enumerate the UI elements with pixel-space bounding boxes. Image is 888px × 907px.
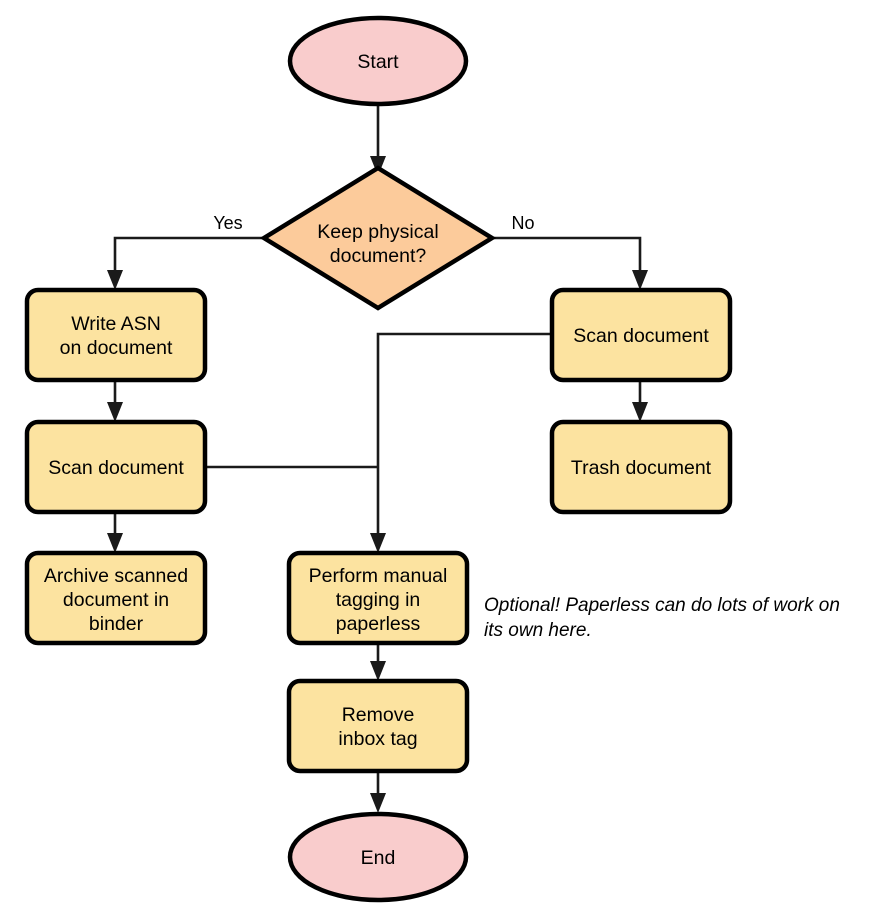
edge-scanright-to-tagging — [370, 332, 552, 553]
archive-label-line3: binder — [89, 613, 144, 635]
arrowhead-icon — [107, 270, 123, 290]
trash-document-label: Trash document — [571, 457, 712, 479]
end-label: End — [361, 847, 396, 869]
arrowhead-icon — [370, 793, 386, 813]
scan-document-right-label: Scan document — [573, 325, 709, 347]
tagging-label-line2: tagging in — [336, 589, 421, 611]
edge-label-no: No — [511, 213, 534, 233]
scan-document-left-box[interactable] — [24, 419, 208, 515]
node-write-asn[interactable]: Write ASN on document — [24, 287, 208, 383]
node-decision-keep-physical-document[interactable]: Keep physical document? — [259, 165, 497, 311]
start-label: Start — [357, 51, 399, 73]
arrowhead-icon — [107, 402, 123, 422]
node-end[interactable]: End — [287, 811, 469, 903]
node-scan-document-right[interactable]: Scan document — [549, 287, 733, 383]
edge-decision-no — [492, 236, 648, 290]
scan-document-left-label: Scan document — [48, 457, 184, 479]
remove-inbox-tag-label-line2: inbox tag — [338, 728, 417, 750]
archive-label-line1: Archive scanned — [44, 565, 188, 587]
node-trash-document[interactable]: Trash document — [549, 419, 733, 515]
write-asn-label-line2: on document — [60, 337, 173, 359]
archive-box[interactable] — [24, 550, 208, 646]
write-asn-box[interactable] — [24, 287, 208, 383]
tagging-box[interactable] — [286, 550, 470, 646]
edge-writeasn-to-scanleft — [107, 380, 123, 422]
edge-decision-yes — [107, 236, 264, 290]
decision-label-line1: Keep physical — [317, 221, 438, 243]
node-start[interactable]: Start — [287, 15, 469, 107]
decision-diamond[interactable] — [259, 165, 497, 311]
arrowhead-icon — [632, 402, 648, 422]
trash-document-box[interactable] — [549, 419, 733, 515]
arrowhead-icon — [632, 270, 648, 290]
write-asn-label-line1: Write ASN — [71, 313, 161, 335]
remove-inbox-tag-label-line1: Remove — [342, 704, 415, 726]
decision-label-line2: document? — [330, 245, 427, 267]
start-ellipse[interactable] — [287, 15, 469, 107]
edge-scanright-to-trash — [632, 380, 648, 422]
edge-label-yes: Yes — [213, 213, 242, 233]
arrowhead-icon — [370, 661, 386, 681]
edge-scanleft-to-archive — [107, 512, 123, 553]
arrowhead-icon — [370, 533, 386, 553]
end-ellipse[interactable] — [287, 811, 469, 903]
node-perform-manual-tagging[interactable]: Perform manual tagging in paperless — [286, 550, 470, 646]
node-remove-inbox-tag[interactable]: Remove inbox tag — [286, 678, 470, 774]
tagging-label-line3: paperless — [336, 613, 421, 635]
edge-removetag-to-end — [370, 771, 386, 813]
annotation-note: Optional! Paperless can do lots of work … — [484, 595, 840, 641]
note-line1: Optional! Paperless can do lots of work … — [484, 595, 840, 616]
node-scan-document-left[interactable]: Scan document — [24, 419, 208, 515]
node-archive-scanned-document[interactable]: Archive scanned document in binder — [24, 550, 208, 646]
tagging-label-line1: Perform manual — [309, 565, 448, 587]
edge-start-to-decision — [370, 104, 386, 176]
arrowhead-icon — [107, 533, 123, 553]
edge-tagging-to-removetag — [370, 643, 386, 681]
scan-document-right-box[interactable] — [549, 287, 733, 383]
remove-inbox-tag-box[interactable] — [286, 678, 470, 774]
note-line2: its own here. — [484, 620, 592, 641]
archive-label-line2: document in — [63, 589, 169, 611]
